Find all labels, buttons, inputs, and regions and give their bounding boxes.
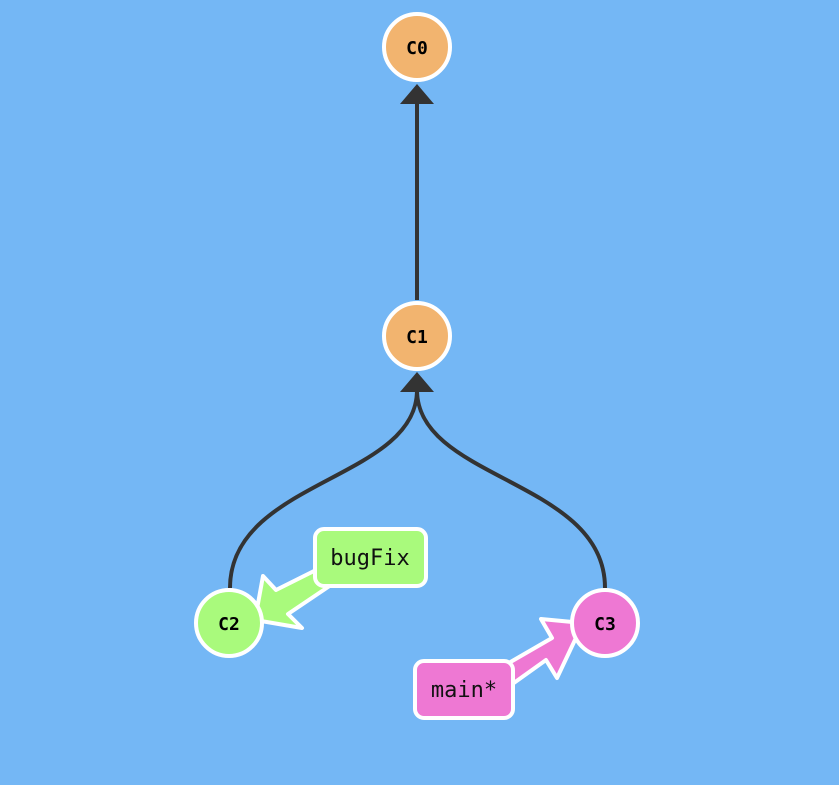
branch-arrows — [253, 566, 585, 687]
branch-bugfix-label: bugFix — [330, 546, 409, 571]
branch-main-label: main* — [431, 678, 497, 703]
arrowhead-c0 — [400, 84, 434, 104]
bugfix-branch-arrow — [253, 566, 333, 630]
commit-c3[interactable]: C3 — [570, 588, 640, 658]
commit-c0-label: C0 — [406, 38, 428, 59]
commit-c2-label: C2 — [218, 614, 240, 635]
branch-tag-bugfix[interactable]: bugFix — [313, 527, 428, 588]
arrowhead-c1 — [400, 372, 434, 392]
branch-tag-main[interactable]: main* — [413, 659, 515, 720]
edge-c2-c1 — [228, 389, 419, 589]
commit-c3-label: C3 — [594, 614, 616, 635]
commit-c0[interactable]: C0 — [382, 12, 452, 82]
commit-c1[interactable]: C1 — [382, 301, 452, 371]
commit-c2[interactable]: C2 — [194, 588, 264, 658]
edge-c3-c1 — [415, 389, 607, 589]
edges — [228, 84, 607, 589]
main-branch-arrow — [498, 617, 585, 687]
commit-c1-label: C1 — [406, 327, 428, 348]
